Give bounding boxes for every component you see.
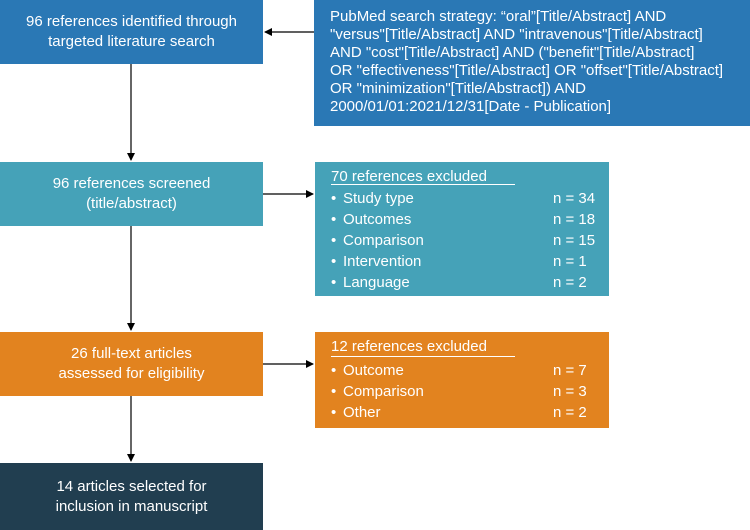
exclusion-count: n = 1 xyxy=(553,253,587,270)
bullet-icon: • xyxy=(331,383,337,400)
fulltext-exclusions-divider xyxy=(331,356,515,357)
list-item: • Comparison n = 3 xyxy=(331,381,609,402)
screening-exclusions-divider xyxy=(331,184,515,185)
screened-box: 96 references screened (title/abstract) xyxy=(0,162,263,226)
exclusion-count: n = 18 xyxy=(553,211,596,228)
identified-box: 96 references identified through targete… xyxy=(0,0,263,64)
bullet-icon: • xyxy=(331,362,337,379)
list-item: • Outcomes n = 18 xyxy=(331,209,609,230)
screening-exclusions-box: 70 references excluded • Study type n = … xyxy=(315,162,609,296)
exclusion-reason: Comparison xyxy=(343,232,424,249)
screening-exclusions-list: • Study type n = 34 • Outcomes n = 18 • … xyxy=(331,188,609,293)
screening-exclusions-title: 70 references excluded xyxy=(331,168,487,185)
bullet-icon: • xyxy=(331,211,337,228)
exclusion-reason: Other xyxy=(343,404,381,421)
bullet-icon: • xyxy=(331,232,337,249)
exclusion-count: n = 34 xyxy=(553,190,596,207)
search-strategy-text: PubMed search strategy: “oral”[Title/Abs… xyxy=(330,8,724,115)
bullet-icon: • xyxy=(331,404,337,421)
identified-text: 96 references identified through targete… xyxy=(26,13,237,50)
list-item: • Outcome n = 7 xyxy=(331,360,609,381)
bullet-icon: • xyxy=(331,190,337,207)
exclusion-count: n = 7 xyxy=(553,362,587,379)
exclusion-reason: Outcomes xyxy=(343,211,412,228)
selected-box: 14 articles selected for inclusion in ma… xyxy=(0,463,263,530)
fulltext-exclusions-list: • Outcome n = 7 • Comparison n = 3 • Oth… xyxy=(331,360,609,423)
fulltext-box: 26 full-text articles assessed for eligi… xyxy=(0,332,263,396)
screened-text: 96 references screened (title/abstract) xyxy=(52,175,211,212)
search-strategy-box: PubMed search strategy: “oral”[Title/Abs… xyxy=(314,0,750,126)
list-item: • Intervention n = 1 xyxy=(331,251,609,272)
exclusion-count: n = 3 xyxy=(553,383,587,400)
bullet-icon: • xyxy=(331,253,337,270)
exclusion-count: n = 2 xyxy=(553,404,587,421)
list-item: • Study type n = 34 xyxy=(331,188,609,209)
exclusion-count: n = 15 xyxy=(553,232,596,249)
exclusion-reason: Study type xyxy=(343,190,414,207)
list-item: • Comparison n = 15 xyxy=(331,230,609,251)
exclusion-reason: Language xyxy=(343,274,410,291)
list-item: • Other n = 2 xyxy=(331,402,609,423)
exclusion-count: n = 2 xyxy=(553,274,587,291)
selected-text: 14 articles selected for inclusion in ma… xyxy=(55,477,208,515)
fulltext-exclusions-box: 12 references excluded • Outcome n = 7 •… xyxy=(315,332,609,428)
list-item: • Language n = 2 xyxy=(331,272,609,293)
exclusion-reason: Outcome xyxy=(343,362,404,379)
exclusion-reason: Comparison xyxy=(343,383,424,400)
fulltext-text: 26 full-text articles assessed for eligi… xyxy=(58,345,205,382)
exclusion-reason: Intervention xyxy=(343,253,422,270)
fulltext-exclusions-title: 12 references excluded xyxy=(331,338,487,355)
bullet-icon: • xyxy=(331,274,337,291)
